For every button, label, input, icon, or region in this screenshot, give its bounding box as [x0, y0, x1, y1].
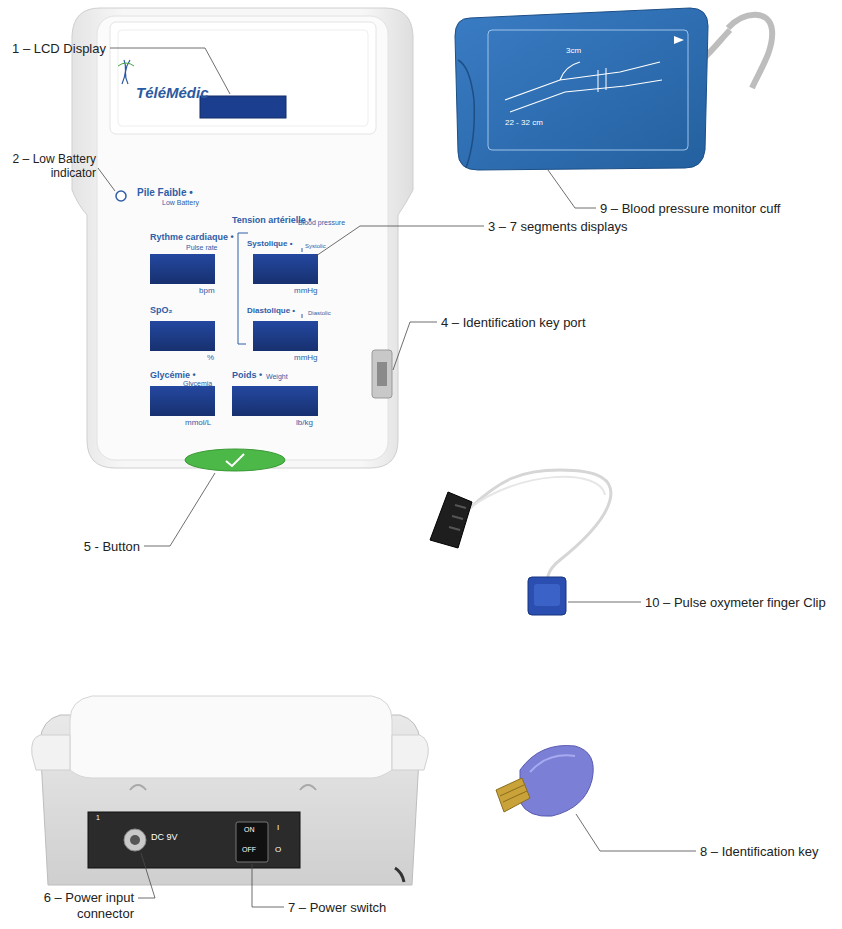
identification-key: [496, 746, 593, 817]
callout-label: 6 – Power input connector: [30, 890, 134, 921]
switch-label: O: [275, 845, 281, 855]
callout-label: 9 – Blood pressure monitor cuff: [600, 201, 780, 217]
callout-label: 10 – Pulse oxymeter finger Clip: [645, 595, 826, 611]
panel-label: Rythme cardiaque •: [150, 232, 234, 243]
unit-label: mmol/L: [185, 418, 211, 428]
panel-sublabel: Blood pressure: [298, 219, 345, 227]
panel-sublabel: Low Battery: [162, 199, 199, 207]
panel-sublabel: Pulse rate: [186, 244, 218, 252]
panel-label: Poids •: [232, 370, 262, 381]
callout-label: 8 – Identification key: [700, 844, 819, 860]
cuff-marking: 3cm: [566, 46, 581, 56]
leader-lines: [98, 48, 696, 907]
panel-label: Systolique •: [247, 239, 292, 249]
unit-label: %: [207, 353, 214, 363]
panel-label: Glycémie •: [150, 370, 196, 381]
callout-label: 4 – Identification key port: [441, 315, 586, 331]
callout-label: 5 - Button: [84, 539, 140, 555]
panel-label: Diastolique •: [247, 306, 295, 316]
panel-sublabel: Systolic: [305, 243, 326, 250]
panel-sublabel: Diastolic: [308, 310, 331, 317]
panel-sublabel: Glycemia: [183, 380, 212, 388]
panel-sublabel: Weight: [266, 373, 288, 381]
callout-label: 1 – LCD Display: [12, 41, 106, 57]
device-front: [72, 8, 413, 471]
switch-label: OFF: [242, 846, 256, 854]
port-label: DC 9V: [151, 832, 178, 843]
unit-label: bpm: [199, 286, 215, 296]
switch-label: ON: [244, 826, 255, 834]
unit-label: lb/kg: [296, 418, 313, 428]
device-back: [32, 696, 429, 885]
unit-label: mmHg: [294, 286, 318, 296]
panel-label: Pile Faible •: [137, 187, 193, 199]
panel-label: SpO₂: [150, 305, 173, 316]
brand-logo: TéléMédic: [136, 84, 209, 102]
cuff-marking: 22 - 32 cm: [505, 118, 543, 128]
callout-label: 2 – Low Battery indicator: [2, 152, 96, 181]
switch-label: I: [277, 823, 279, 833]
callout-label: 7 – Power switch: [288, 900, 386, 916]
callout-label: 3 – 7 segments displays: [488, 219, 627, 235]
unit-label: mmHg: [294, 353, 318, 363]
pulse-oximeter: [430, 470, 611, 615]
pressure-cuff: [455, 8, 772, 170]
port-number: 1: [96, 814, 100, 822]
